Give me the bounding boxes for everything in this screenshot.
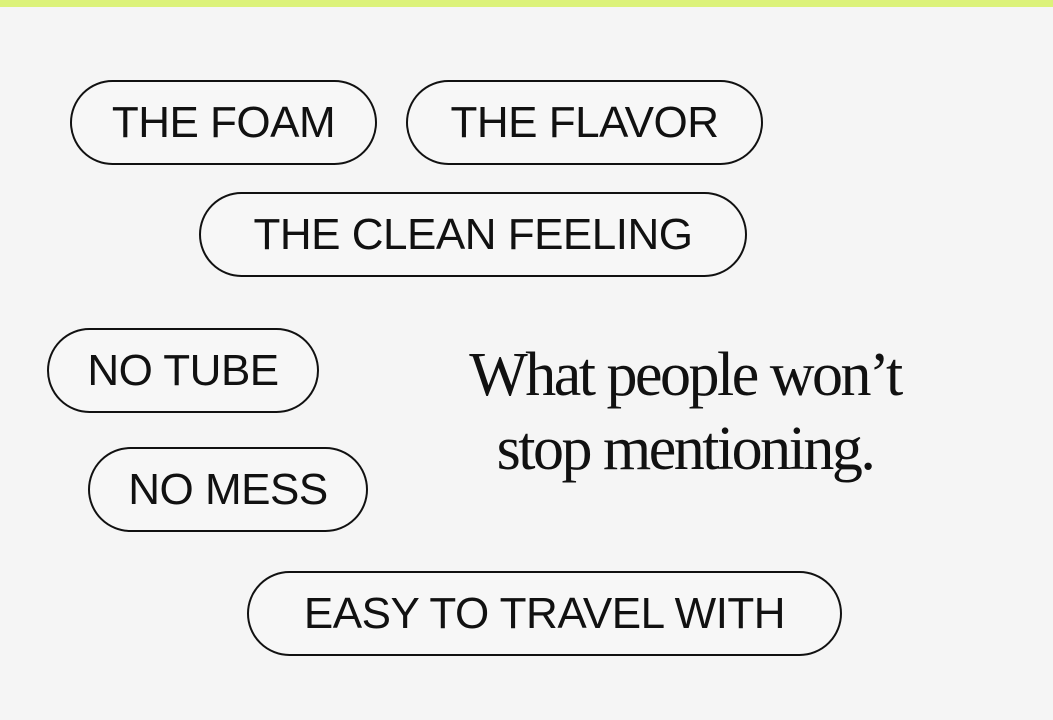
accent-stripe [0,0,1053,7]
tag-the-foam: THE FOAM [70,80,377,165]
tag-the-clean-feeling: THE CLEAN FEELING [199,192,747,277]
tag-no-mess: NO MESS [88,447,368,532]
headline-line-2: stop mentioning. [496,415,876,483]
headline: What people won’t stop mentioning. [400,338,970,486]
tag-the-flavor: THE FLAVOR [406,80,763,165]
tag-no-tube: NO TUBE [47,328,319,413]
tag-easy-to-travel-with: EASY TO TRAVEL WITH [247,571,842,656]
headline-line-1: What people won’t [469,341,903,409]
